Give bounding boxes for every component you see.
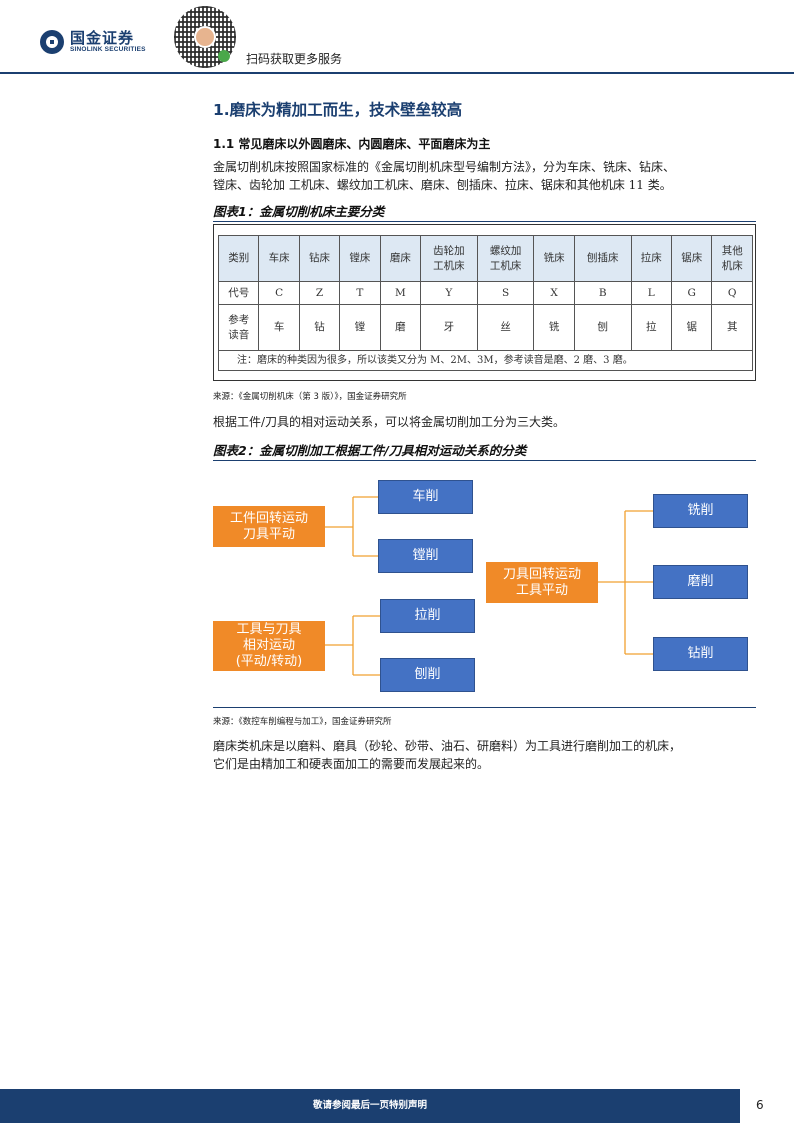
category-tool-relative-motion: 工具与刀具 相对运动 (平动/转动) xyxy=(213,621,325,671)
machine-type-cell: 钻床 xyxy=(298,235,341,282)
machine-reading-cell: 铣 xyxy=(533,304,575,351)
category-label-line: 刀具回转运动 xyxy=(502,566,581,582)
page-number: 6 xyxy=(756,1098,764,1112)
cutting-classification-diagram: 工件回转运动 刀具平动 车削 镗削 工具与刀具 相对运动 (平动/转动) 拉削 … xyxy=(213,470,756,708)
category-label-line: 工具与刀具 xyxy=(236,622,302,637)
machine-reading-cell: 车 xyxy=(258,304,300,351)
method-broaching: 拉削 xyxy=(380,599,475,633)
qr-center-logo-icon xyxy=(194,26,216,48)
logo-chinese-name: 国金证券 xyxy=(70,29,135,47)
page-header: 国金证券 SINOLINK SECURITIES 扫码获取更多服务 xyxy=(0,0,794,74)
qr-caption: 扫码获取更多服务 xyxy=(246,52,343,66)
machine-code-cell: B xyxy=(573,281,632,305)
machine-type-cell: 锯床 xyxy=(670,235,713,282)
logo-english-name: SINOLINK SECURITIES xyxy=(70,46,146,53)
machine-type-cell: 其他机床 xyxy=(711,235,753,282)
paragraph-1-line-1: 金属切削机床按照国家标准的《金属切削机床型号编制方法》，分为车床、铣床、钻床、 xyxy=(213,160,676,174)
category-label-line: 工件回转运动 xyxy=(229,510,308,526)
machine-code-cell: Z xyxy=(298,281,341,305)
figure-2-source: 来源：《数控车削编程与加工》，国金证券研究所 xyxy=(213,717,392,727)
machine-code-cell: Q xyxy=(711,281,753,305)
paragraph-1: 金属切削机床按照国家标准的《金属切削机床型号编制方法》，分为车床、铣床、钻床、 … xyxy=(213,158,753,194)
mini-program-icon xyxy=(218,50,230,62)
row-label-cell: 参考读音 xyxy=(217,304,260,351)
page-footer: 敬请参阅最后一页特别声明 xyxy=(0,1089,740,1123)
figure-2-title: 图表2：金属切削加工根据工件/刀具相对运动关系的分类 xyxy=(213,440,756,461)
machine-type-cell: 磨床 xyxy=(379,235,422,282)
table-header-row: 类别车床钻床镗床磨床齿轮加工机床螺纹加工机床铣床刨插床拉床锯床其他机床 xyxy=(217,235,753,282)
machine-reading-cell: 刨 xyxy=(573,304,632,351)
method-grinding: 磨削 xyxy=(653,565,748,599)
row-label-cell: 代号 xyxy=(217,281,260,305)
method-planing: 刨削 xyxy=(380,658,475,692)
subsection-heading: 1.1 常见磨床以外圆磨床、内圆磨床、平面磨床为主 xyxy=(213,137,491,151)
machine-type-cell: 镗床 xyxy=(339,235,381,282)
machine-reading-cell: 锯 xyxy=(670,304,713,351)
logo-icon xyxy=(40,30,64,54)
machine-type-cell: 刨插床 xyxy=(573,235,632,282)
machine-reading-cell: 镗 xyxy=(339,304,381,351)
machine-code-cell: Y xyxy=(420,281,478,305)
machine-code-cell: G xyxy=(670,281,713,305)
machine-reading-cell: 磨 xyxy=(379,304,422,351)
machine-reading-cell: 丝 xyxy=(476,304,535,351)
category-label-line: (平动/转动) xyxy=(235,654,303,669)
category-label-line: 刀具平动 xyxy=(242,526,295,542)
footer-disclaimer[interactable]: 敬请参阅最后一页特别声明 xyxy=(312,1100,427,1111)
figure-1-source: 来源：《金属切削机床（第 3 版）》，国金证券研究所 xyxy=(213,392,407,402)
machine-code-cell: S xyxy=(476,281,535,305)
section-heading: 1.磨床为精加工而生，技术壁垒较高 xyxy=(213,101,463,119)
table-note-row: 注：磨床的种类因为很多，所以该类又分为 M、2M、3M，参考读音是磨、2 磨、3… xyxy=(218,350,753,371)
method-boring: 镗削 xyxy=(378,539,473,573)
category-workpiece-rotation: 工件回转运动 刀具平动 xyxy=(213,506,325,547)
category-label-line: 相对运动 xyxy=(242,638,295,653)
paragraph-3-line-2: 它们是由精加工和硬表面加工的需要而发展起来的。 xyxy=(213,757,490,771)
machine-type-cell: 拉床 xyxy=(630,235,673,282)
diagram-connectors xyxy=(325,496,653,676)
category-tool-rotation: 刀具回转运动 工具平动 xyxy=(486,562,598,603)
figure-1-title: 图表1：金属切削机床主要分类 xyxy=(213,201,756,222)
machine-type-cell: 铣床 xyxy=(533,235,575,282)
table-reading-row: 参考读音车钻镗磨牙丝铣刨拉锯其 xyxy=(217,304,753,351)
machine-code-cell: X xyxy=(533,281,575,305)
paragraph-3-line-1: 磨床类机床是以磨料、磨具（砂轮、砂带、油石、研磨料）为工具进行磨削加工的机床， xyxy=(213,739,682,753)
method-turning: 车削 xyxy=(378,480,473,514)
paragraph-1-line-2: 镗床、齿轮加 工机床、螺纹加工机床、磨床、刨插床、拉床、锯床和其他机床 11 类… xyxy=(213,178,672,192)
machine-reading-cell: 拉 xyxy=(630,304,673,351)
company-logo: 国金证券 SINOLINK SECURITIES xyxy=(40,30,146,54)
category-label-line: 工具平动 xyxy=(515,582,568,598)
machine-code-cell: C xyxy=(258,281,300,305)
machine-reading-cell: 牙 xyxy=(420,304,478,351)
paragraph-3: 磨床类机床是以磨料、磨具（砂轮、砂带、油石、研磨料）为工具进行磨削加工的机床， … xyxy=(213,737,753,773)
paragraph-2: 根据工件/刀具的相对运动关系，可以将金属切削加工分为三大类。 xyxy=(213,415,566,429)
machine-code-cell: L xyxy=(630,281,673,305)
machine-type-cell: 齿轮加工机床 xyxy=(420,235,478,282)
machine-type-cell: 车床 xyxy=(258,235,300,282)
method-milling: 铣削 xyxy=(653,494,748,528)
method-drilling: 钻削 xyxy=(653,637,748,671)
machine-reading-cell: 其 xyxy=(711,304,753,351)
machine-code-cell: T xyxy=(339,281,381,305)
machine-reading-cell: 钻 xyxy=(298,304,341,351)
machine-code-cell: M xyxy=(379,281,422,305)
table-note: 注：磨床的种类因为很多，所以该类又分为 M、2M、3M，参考读音是磨、2 磨、3… xyxy=(218,350,753,371)
machine-type-cell: 螺纹加工机床 xyxy=(476,235,535,282)
row-label-cell: 类别 xyxy=(217,235,260,282)
